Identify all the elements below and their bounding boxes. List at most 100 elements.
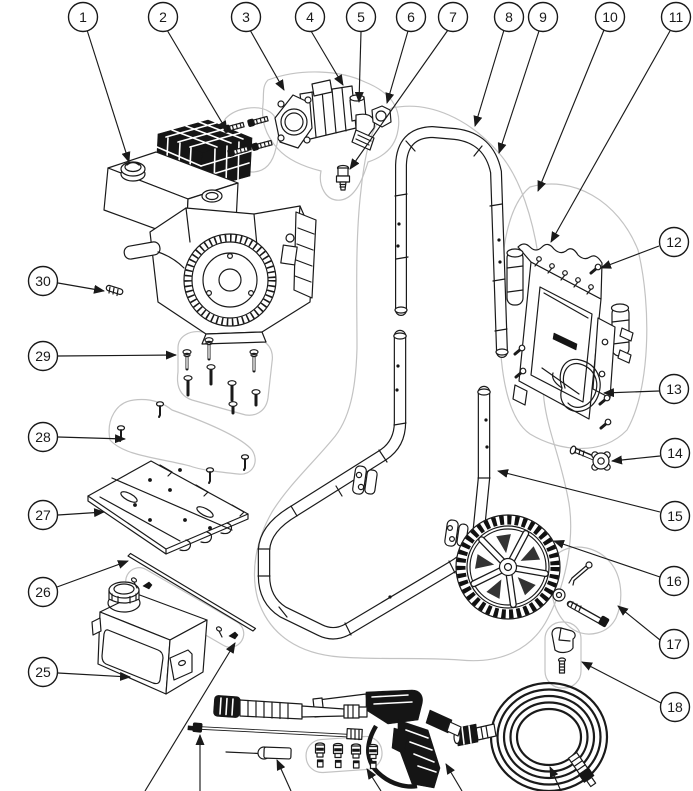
callout-26: 26 <box>27 576 59 608</box>
leader-11 <box>550 30 671 243</box>
callout-15: 15 <box>659 500 691 532</box>
leader-17 <box>617 605 661 641</box>
callout-18: 18 <box>659 691 691 723</box>
leader-6 <box>385 30 409 104</box>
svg-text:26: 26 <box>35 584 51 600</box>
axle-hardware-kit <box>552 561 610 628</box>
callout-28: 28 <box>27 421 59 453</box>
leader-offpage-nozzles <box>366 768 382 791</box>
svg-text:29: 29 <box>35 348 51 364</box>
leader-16 <box>553 539 661 578</box>
svg-text:12: 12 <box>666 234 682 250</box>
callout-25: 25 <box>27 656 59 688</box>
screw-set <box>116 401 250 484</box>
nozzle-cleaning-tool <box>225 746 292 760</box>
callout-10: 10 <box>594 1 626 33</box>
callout-16: 16 <box>658 565 690 597</box>
svg-text:27: 27 <box>35 507 51 523</box>
engine-bolt-set <box>182 337 261 415</box>
hook-kit-outline <box>544 621 582 689</box>
leader-30 <box>57 282 105 294</box>
pump-assembly <box>274 79 392 191</box>
svg-text:25: 25 <box>35 664 51 680</box>
callout-3: 3 <box>230 1 262 33</box>
callout-11: 11 <box>660 1 692 33</box>
callout-30: 30 <box>27 265 59 297</box>
shear-key <box>105 284 124 297</box>
leader-offpage-tool <box>276 759 292 791</box>
leader-25 <box>57 671 131 681</box>
callout-4: 4 <box>294 1 326 33</box>
svg-text:13: 13 <box>666 381 682 397</box>
svg-text:7: 7 <box>449 9 457 25</box>
callout-14: 14 <box>659 437 691 469</box>
leader-14 <box>611 455 661 465</box>
leader-8 <box>473 29 505 127</box>
leader-18 <box>581 661 662 704</box>
leader-27 <box>57 508 105 518</box>
panel-left-hook <box>506 248 524 306</box>
spray-wand <box>213 695 368 720</box>
svg-text:4: 4 <box>306 9 314 25</box>
svg-text:17: 17 <box>666 636 682 652</box>
leader-13 <box>603 388 660 398</box>
leader-10 <box>537 29 605 192</box>
base-plate <box>87 460 249 555</box>
leader-7 <box>349 29 449 170</box>
support-rod-kit <box>127 552 257 640</box>
upper-handle <box>394 126 509 358</box>
svg-text:3: 3 <box>242 9 250 25</box>
wheel <box>455 514 561 620</box>
svg-text:10: 10 <box>602 9 618 25</box>
leader-2 <box>166 29 228 132</box>
callout-7: 7 <box>437 1 469 33</box>
callout-6: 6 <box>395 1 427 33</box>
svg-text:9: 9 <box>539 9 547 25</box>
leader-12 <box>600 245 660 269</box>
engine-bolts-outline <box>176 331 273 416</box>
callout-2: 2 <box>147 1 179 33</box>
screw-set-outline <box>108 398 256 475</box>
detergent-tank <box>91 581 208 695</box>
svg-text:5: 5 <box>357 9 365 25</box>
callouts: 1 2 3 4 5 6 7 8 9 10 11 12 13 14 15 16 1… <box>27 1 692 723</box>
svg-text:15: 15 <box>667 508 683 524</box>
svg-text:30: 30 <box>35 273 51 289</box>
leader-26 <box>56 560 129 588</box>
svg-text:14: 14 <box>667 445 683 461</box>
leader-offpage-hose <box>549 766 562 791</box>
svg-text:8: 8 <box>505 9 513 25</box>
svg-text:18: 18 <box>667 699 683 715</box>
callout-29: 29 <box>27 340 59 372</box>
svg-text:6: 6 <box>407 9 415 25</box>
callout-12: 12 <box>658 226 690 258</box>
engine <box>103 119 317 345</box>
callout-27: 27 <box>27 499 59 531</box>
svg-text:11: 11 <box>669 9 684 25</box>
svg-text:28: 28 <box>35 429 51 445</box>
leader-9 <box>497 30 540 154</box>
svg-text:1: 1 <box>79 9 87 25</box>
callout-5: 5 <box>345 1 377 33</box>
leader-1 <box>86 29 131 163</box>
leader-28 <box>57 434 126 444</box>
leader-4 <box>310 30 344 86</box>
callout-13: 13 <box>658 373 690 405</box>
nozzle-set-outline <box>305 735 383 774</box>
knob-bolt <box>569 445 611 471</box>
leader-lines <box>56 29 671 791</box>
pump-cap-nut <box>371 105 392 128</box>
leader-3 <box>249 29 285 91</box>
leader-offpage-clip <box>144 642 236 791</box>
frame-mount-tab <box>352 465 378 495</box>
leader-29 <box>57 350 177 360</box>
svg-text:2: 2 <box>159 9 167 25</box>
panel-assembly <box>506 243 634 430</box>
jet-tube <box>187 722 363 741</box>
callout-9: 9 <box>527 1 559 33</box>
callout-17: 17 <box>658 628 690 660</box>
leader-15 <box>497 469 661 513</box>
callout-1: 1 <box>67 1 99 33</box>
